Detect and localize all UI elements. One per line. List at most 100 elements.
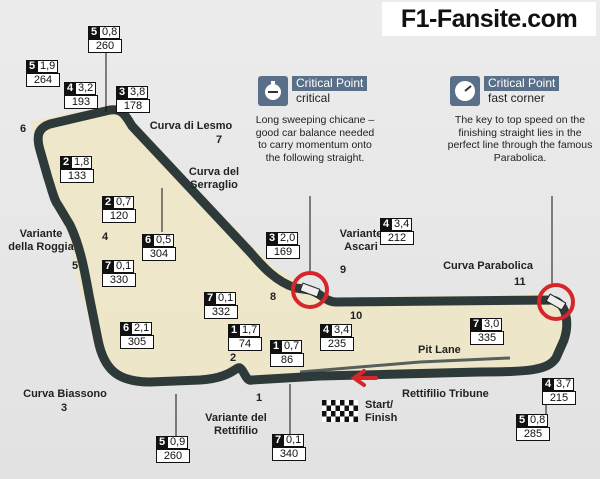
corner-label-roggia: Variante della Roggia <box>8 228 74 253</box>
g-force-value: 0,5 <box>154 234 175 247</box>
g-force-value: 3,4 <box>392 218 413 231</box>
speed-value: 86 <box>270 353 304 367</box>
speed-value: 285 <box>516 427 550 441</box>
speed-value: 215 <box>542 391 576 405</box>
pit-lane-path <box>299 356 511 374</box>
straight-label-tribune: Rettifilio Tribune <box>402 388 489 400</box>
speed-value: 133 <box>60 169 94 183</box>
gear-value: 7 <box>272 434 284 447</box>
g-force-value: 0,1 <box>114 260 135 273</box>
g-force-value: 0,9 <box>168 436 189 449</box>
speed-value: 340 <box>272 447 306 461</box>
critical-point-description: The key to top speed on the finishing st… <box>447 114 593 164</box>
g-force-value: 1,9 <box>38 60 59 73</box>
gear-value: 1 <box>228 324 240 337</box>
speed-value: 305 <box>120 335 154 349</box>
gear-value: 2 <box>102 196 114 209</box>
g-force-value: 0,8 <box>100 26 121 39</box>
gear-value: 6 <box>142 234 154 247</box>
g-force-value: 1,8 <box>72 156 93 169</box>
gear-value: 5 <box>88 26 100 39</box>
corner-label-rettifilio: Variante del Rettifilio <box>205 412 267 437</box>
speed-value: 74 <box>228 337 262 351</box>
critical-point-marker <box>537 283 575 321</box>
corner-label-parabolica: Curva Parabolica <box>443 260 533 272</box>
gear-value: 7 <box>204 292 216 305</box>
gear-value: 7 <box>470 318 482 331</box>
g-force-value: 0,1 <box>284 434 305 447</box>
speed-value: 335 <box>470 331 504 345</box>
g-force-value: 0,1 <box>216 292 237 305</box>
g-force-value: 0,7 <box>114 196 135 209</box>
speedometer-icon <box>450 76 480 106</box>
corner-number: 4 <box>102 231 109 243</box>
speed-value: 260 <box>88 39 122 53</box>
g-force-value: 0,7 <box>282 340 303 353</box>
critical-point-title: Critical Point <box>484 76 560 91</box>
gear-value: 5 <box>516 414 528 427</box>
corner-number: 7 <box>216 134 223 146</box>
gear-value: 2 <box>60 156 72 169</box>
speed-value: 212 <box>380 231 414 245</box>
corner-number: 5 <box>72 260 79 272</box>
g-force-value: 3,8 <box>128 86 149 99</box>
speed-value: 260 <box>156 449 190 463</box>
corner-number: 9 <box>340 264 347 276</box>
speed-value: 120 <box>102 209 136 223</box>
critical-point-type: critical <box>296 91 331 105</box>
gear-value: 5 <box>26 60 38 73</box>
gear-value: 4 <box>64 82 76 95</box>
critical-point-card: Critical Point critical <box>258 76 368 106</box>
checkered-flag-icon <box>322 400 358 422</box>
g-force-value: 0,8 <box>528 414 549 427</box>
pit-lane-label: Pit Lane <box>418 344 461 356</box>
corner-label-biassono: Curva Biassono <box>23 388 107 400</box>
corner-number: 11 <box>514 276 526 288</box>
speed-value: 330 <box>102 273 136 287</box>
speed-value: 235 <box>320 337 354 351</box>
critical-point-type: fast corner <box>488 91 545 105</box>
corner-number: 6 <box>20 123 27 135</box>
g-force-value: 3,2 <box>76 82 97 95</box>
g-force-value: 3,4 <box>332 324 353 337</box>
start-finish-label: Start/ Finish <box>365 399 398 424</box>
speed-value: 264 <box>26 73 60 87</box>
car-icon <box>545 293 567 311</box>
g-force-value: 2,0 <box>278 232 299 245</box>
speed-value: 193 <box>64 95 98 109</box>
speed-value: 178 <box>116 99 150 113</box>
gear-value: 6 <box>120 322 132 335</box>
critical-point-card: Critical Point fast corner <box>450 76 560 106</box>
corner-number: 2 <box>230 352 237 364</box>
site-logo: F1-Fansite.com <box>382 2 596 36</box>
speed-value: 332 <box>204 305 238 319</box>
corner-label-lesmo: Curva di Lesmo <box>149 120 233 132</box>
speed-value: 169 <box>266 245 300 259</box>
stopwatch-icon <box>258 76 288 106</box>
gear-value: 4 <box>542 378 554 391</box>
gear-value: 7 <box>102 260 114 273</box>
critical-point-title: Critical Point <box>292 76 368 91</box>
gear-value: 5 <box>156 436 168 449</box>
critical-point-marker <box>291 271 329 309</box>
